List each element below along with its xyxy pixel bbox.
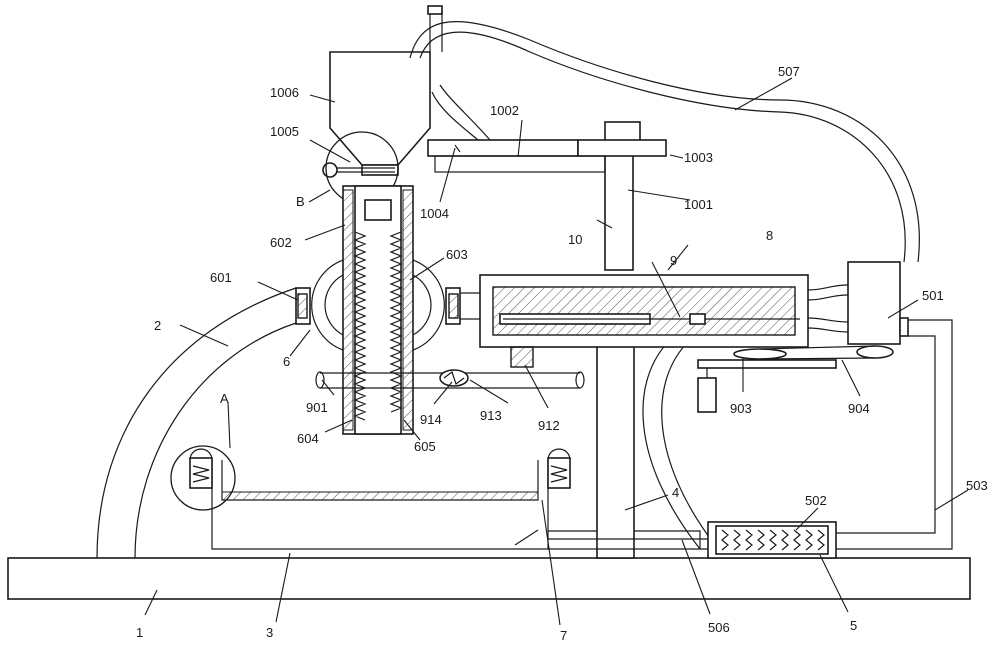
drive-box xyxy=(479,274,809,348)
label-901: 901 xyxy=(306,400,328,415)
valve-shaft xyxy=(337,167,395,173)
feed-tube xyxy=(427,5,443,52)
inline-filter xyxy=(707,521,837,559)
arm-end-block xyxy=(577,139,667,157)
label-1: 1 xyxy=(136,625,143,640)
ring-housing xyxy=(311,259,445,351)
blade-left xyxy=(353,231,367,421)
valve-knob xyxy=(322,162,338,178)
motor-mount xyxy=(697,359,837,369)
flange-right-inner xyxy=(448,293,459,319)
label-2: 2 xyxy=(154,318,161,333)
label-914: 914 xyxy=(420,412,442,427)
small-motor xyxy=(697,377,717,413)
label-5: 5 xyxy=(850,618,857,633)
filter-screen xyxy=(221,491,539,501)
label-602: 602 xyxy=(270,235,292,250)
label-502: 502 xyxy=(805,493,827,508)
coupling xyxy=(439,369,469,387)
curved-pipe xyxy=(96,287,297,559)
label-601: 601 xyxy=(210,270,232,285)
crushing-cylinder xyxy=(342,185,414,435)
label-912: 912 xyxy=(538,418,560,433)
inlet-pipe xyxy=(548,538,708,550)
label-4: 4 xyxy=(672,485,679,500)
label-913: 913 xyxy=(480,408,502,423)
base-plate xyxy=(7,557,971,600)
inner-tube xyxy=(364,199,392,221)
blade-right xyxy=(389,231,403,413)
label-9: 9 xyxy=(670,253,677,268)
feed-hopper xyxy=(329,51,431,176)
label-1003: 1003 xyxy=(684,150,713,165)
leader-lines xyxy=(144,77,969,626)
label-3: 3 xyxy=(266,625,273,640)
spring-assembly-left xyxy=(189,448,213,489)
collection-tank xyxy=(211,460,701,550)
label-a: A xyxy=(220,391,229,406)
flange-left-inner xyxy=(297,293,308,319)
hose-to-arm xyxy=(431,84,491,141)
support-column xyxy=(596,339,635,559)
pulley xyxy=(733,345,894,360)
label-b: B xyxy=(296,194,305,209)
label-604: 604 xyxy=(297,431,319,446)
label-603: 603 xyxy=(446,247,468,262)
label-6: 6 xyxy=(283,354,290,369)
horizontal-arm xyxy=(427,139,579,157)
label-1004: 1004 xyxy=(420,206,449,221)
label-506: 506 xyxy=(708,620,730,635)
label-605: 605 xyxy=(414,439,436,454)
arm-support xyxy=(434,155,606,173)
label-507: 507 xyxy=(778,64,800,79)
part-labels: 1 3 7 506 5 4 502 503 501 507 2 601 6 60… xyxy=(136,64,988,643)
label-1002: 1002 xyxy=(490,103,519,118)
label-904: 904 xyxy=(848,401,870,416)
long-hose xyxy=(409,20,920,263)
drain-pipe xyxy=(835,319,953,550)
connector-pipe xyxy=(460,292,480,320)
upper-column xyxy=(604,151,634,271)
label-1005: 1005 xyxy=(270,124,299,139)
return-pipe xyxy=(642,339,716,550)
label-1006: 1006 xyxy=(270,85,299,100)
label-7: 7 xyxy=(560,628,567,643)
support-block xyxy=(510,346,534,368)
detail-circle-a xyxy=(170,445,236,511)
label-501: 501 xyxy=(922,288,944,303)
label-10: 10 xyxy=(568,232,582,247)
motor-unit xyxy=(807,261,909,345)
spring-assembly-right xyxy=(547,448,571,489)
label-903: 903 xyxy=(730,401,752,416)
label-8: 8 xyxy=(766,228,773,243)
label-503: 503 xyxy=(966,478,988,493)
label-1001: 1001 xyxy=(684,197,713,212)
